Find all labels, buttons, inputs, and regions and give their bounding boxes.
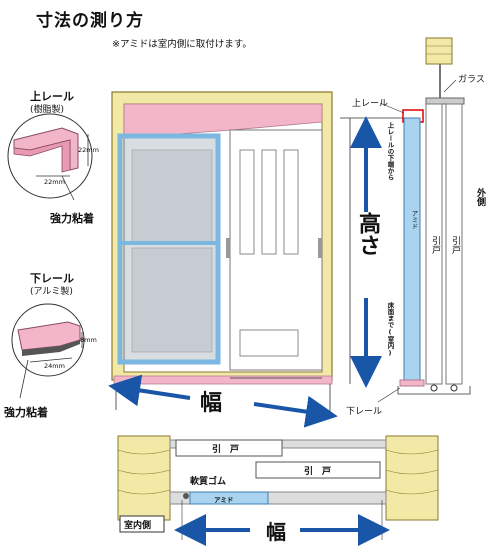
height-label: 高さ — [355, 212, 380, 256]
section-screen-label: アミド — [410, 210, 418, 230]
inside-label: 室内側 — [124, 521, 152, 531]
lower-rail-dim-h: 8mm — [80, 336, 97, 344]
width-label: 幅 — [200, 391, 223, 416]
height-note-top: 上レールの下端から — [386, 122, 394, 181]
glass-label: ガラス — [458, 75, 485, 85]
plan-width-label: 幅 — [266, 520, 286, 544]
upper-rail-adhesive: 強力粘着 — [50, 212, 94, 225]
page-title: 寸法の測り方 — [36, 11, 144, 31]
lower-rail-detail — [11, 303, 85, 399]
plan-door-top-label: 引 戸 — [212, 445, 240, 455]
plan-door-mid-label: 引 戸 — [304, 467, 332, 477]
outside-label: 外側 — [475, 188, 485, 206]
width-arrow — [108, 374, 338, 428]
upper-rail-dim-w: 22mm — [44, 178, 65, 186]
height-note-bottom: 床面まで(室内) — [386, 302, 394, 357]
height-arrow — [340, 116, 412, 388]
lower-rail-material: (アルミ製) — [30, 287, 73, 297]
section-lower-rail-label: 下レール — [346, 407, 383, 417]
plan-view — [117, 435, 439, 546]
rubber-label: 軟質ゴム — [190, 477, 227, 487]
lower-rail-dim-w: 24mm — [44, 362, 65, 370]
install-note: ※アミドは室内側に取付けます。 — [112, 39, 252, 50]
upper-rail-detail — [7, 113, 93, 201]
window-frame — [111, 91, 333, 385]
section-door-2-label: 引戸 — [450, 236, 460, 254]
lower-rail-title: 下レール — [30, 272, 74, 285]
upper-rail-material: (樹脂製) — [30, 105, 65, 115]
section-door-1-label: 引戸 — [430, 236, 440, 254]
section-view — [377, 37, 488, 403]
upper-rail-dim-h: 22mm — [78, 146, 99, 154]
plan-screen-label: アミド — [214, 496, 234, 504]
upper-rail-title: 上レール — [30, 90, 74, 103]
lower-rail-adhesive: 強力粘着 — [4, 406, 48, 419]
section-upper-rail-label: 上レール — [352, 99, 389, 109]
